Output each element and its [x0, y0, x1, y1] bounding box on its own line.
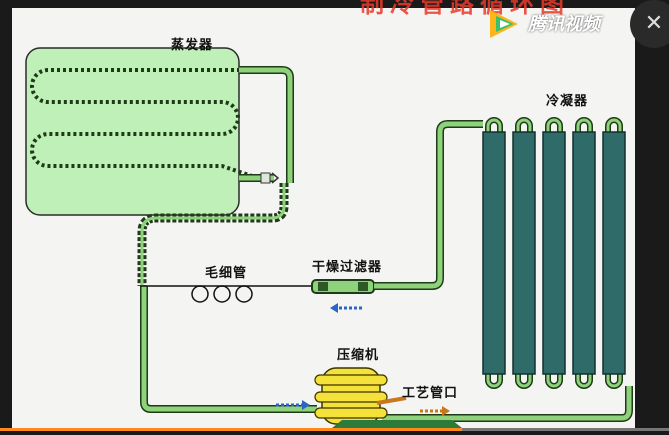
condenser-tube [572, 131, 596, 375]
suction-line [140, 286, 317, 413]
condenser-tube [542, 131, 566, 375]
condenser-top-loop [606, 118, 622, 134]
condenser-tube [602, 131, 626, 375]
condenser-tube [512, 131, 536, 375]
evaporator-coil [30, 68, 259, 180]
tencent-video-logo-icon [490, 10, 518, 38]
watermark-text: 腾讯视频 [528, 14, 600, 35]
flow-arrow-filter [330, 303, 362, 313]
video-progress-bar[interactable] [0, 428, 669, 431]
flow-arrow-process [420, 406, 450, 416]
condenser-top-loop [516, 118, 532, 134]
capillary-coil-3 [235, 285, 253, 303]
filter-drier-label: 干燥过滤器 [312, 260, 383, 275]
capillary-coil-1 [191, 285, 209, 303]
evaporator-return-pipe [239, 66, 294, 183]
refrigeration-cycle-diagram [25, 47, 633, 428]
condenser-label: 冷凝器 [546, 94, 589, 109]
condenser-top-loop [576, 118, 592, 134]
evaporator-box [25, 47, 240, 216]
condenser-top-loop [486, 118, 502, 134]
compressor [314, 367, 388, 425]
condenser-tube [482, 131, 506, 375]
compressor-label: 压缩机 [337, 348, 380, 363]
condenser-bottom-loop [576, 372, 592, 388]
capillary-coil-2 [213, 285, 231, 303]
close-button[interactable]: ✕ [630, 0, 669, 48]
condenser-top-loop [546, 118, 562, 134]
condenser-bottom-loop [516, 372, 532, 388]
flow-arrow-suction [276, 400, 310, 410]
video-title-overlay: 制冷管路循环图 [360, 0, 570, 18]
video-progress-fill [0, 428, 462, 431]
capillary-label: 毛细管 [205, 266, 248, 281]
condenser-bottom-loop [606, 372, 622, 388]
liquid-line [374, 120, 483, 290]
diagram-canvas: 蒸发器 冷凝器 毛细管 干燥过滤器 压缩机 工艺管口 [12, 8, 635, 428]
base-plate [332, 420, 462, 428]
condenser [482, 117, 626, 389]
process-pipe-label: 工艺管口 [402, 386, 459, 401]
evaporator-label: 蒸发器 [171, 38, 214, 53]
process-pipe [376, 396, 407, 405]
condenser-bottom-loop [486, 372, 502, 388]
evaporator-joint [260, 172, 271, 184]
condenser-bottom-loop [546, 372, 562, 388]
